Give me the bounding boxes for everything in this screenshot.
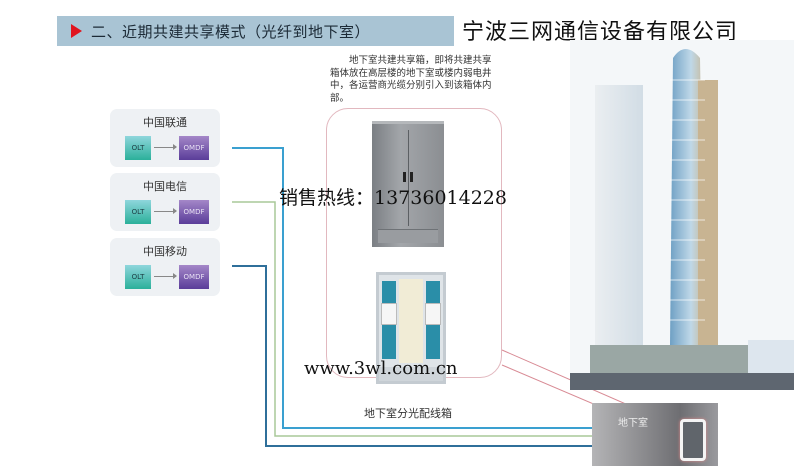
operator-name: 中国电信 [143,180,187,193]
distribution-box-caption: 地下室分光配线箱 [364,407,452,420]
operator-card-unicom: 中国联通 OLT OMDF [110,109,220,167]
callout-description: 地下室共建共享箱，即将共建共享箱体放在高层楼的地下室或楼内弱电井中，各运营商光缆… [330,55,492,104]
omdf-block: OMDF [179,265,209,289]
distribution-box-image [376,272,446,384]
basement-label: 地下室 [618,418,648,429]
olt-block: OLT [125,265,151,289]
cabinet-handle-icon [403,172,406,182]
outdoor-cabinet-image [372,121,444,247]
high-rise-building-image [570,40,794,390]
hotline-watermark: 销售热线：13736014228 [279,187,507,209]
arrow-right-icon [154,208,177,214]
arrow-right-icon [154,144,177,150]
operator-name: 中国联通 [143,116,187,129]
module-panel [381,303,397,325]
play-arrow-icon [71,24,82,38]
cabinet-door-split [408,130,409,226]
olt-block: OLT [125,136,151,160]
omdf-block: OMDF [179,136,209,160]
section-header: 二、近期共建共享模式（光纤到地下室） [57,16,454,46]
section-title: 二、近期共建共享模式（光纤到地下室） [91,22,371,41]
operator-card-telecom: 中国电信 OLT OMDF [110,173,220,231]
olt-block: OLT [125,200,151,224]
website-watermark: www.3wl.com.cn [304,358,458,379]
arrow-right-icon [154,273,177,279]
cabinet-base [378,229,438,243]
operator-card-mobile: 中国移动 OLT OMDF [110,238,220,296]
cabinet-handle-icon [410,172,413,182]
omdf-block: OMDF [179,200,209,224]
splitter-panel [399,279,423,363]
operator-name: 中国移动 [143,245,187,258]
box-base [379,367,443,381]
module-panel [425,303,441,325]
basement-distribution-box [680,419,706,461]
